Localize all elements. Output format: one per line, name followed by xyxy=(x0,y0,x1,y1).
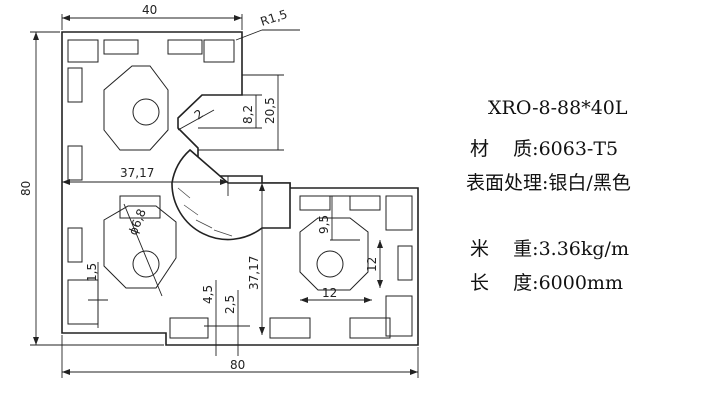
dim-vertical-37-17: 37,17 xyxy=(247,256,261,290)
material-row: 材 质:6063-T5 xyxy=(470,134,618,161)
dim-horizontal-37-17: 37,17 xyxy=(120,166,154,180)
dim-1-5: 1,5 xyxy=(85,263,99,282)
surface-label: 表面处理 xyxy=(466,172,543,194)
center-arc-cutout xyxy=(171,148,291,241)
slots xyxy=(67,39,413,339)
hole-upper xyxy=(132,98,160,126)
model-number: XRO-8-88*40L xyxy=(488,97,628,119)
weight-value: :3.36kg/m xyxy=(532,238,629,260)
length-label: 长 度 xyxy=(470,272,533,294)
hole-lower-right xyxy=(316,250,344,278)
hole-lower-left xyxy=(132,250,160,278)
weight-label: 米 重 xyxy=(470,238,533,260)
surface-value: :银白/黑色 xyxy=(542,172,631,194)
arc-hatching xyxy=(177,187,233,237)
surface-row: 表面处理:银白/黑色 xyxy=(466,168,631,195)
length-row: 长 度:6000mm xyxy=(470,268,623,295)
dim-12-vertical: 12 xyxy=(365,257,379,272)
dim-20-5: 20,5 xyxy=(263,97,277,124)
dim-2-5: 2,5 xyxy=(223,295,237,314)
dim-small-2: 2 xyxy=(192,107,206,123)
length-value: :6000mm xyxy=(532,272,623,294)
dim-9-5: 9,5 xyxy=(317,215,331,234)
dim-corner-radius: R1,5 xyxy=(259,7,289,29)
dimension-lines xyxy=(30,14,419,378)
dim-bottom-width: 80 xyxy=(230,358,245,372)
weight-row: 米 重:3.36kg/m xyxy=(470,234,629,261)
material-label: 材 质 xyxy=(470,138,533,160)
dim-4-5: 4,5 xyxy=(201,285,215,304)
dim-left-height: 80 xyxy=(19,181,33,196)
dim-8-2: 8,2 xyxy=(241,105,255,124)
dim-top-width: 40 xyxy=(142,3,157,17)
material-value: :6063-T5 xyxy=(532,138,619,160)
dim-12-horizontal: 12 xyxy=(322,286,337,300)
